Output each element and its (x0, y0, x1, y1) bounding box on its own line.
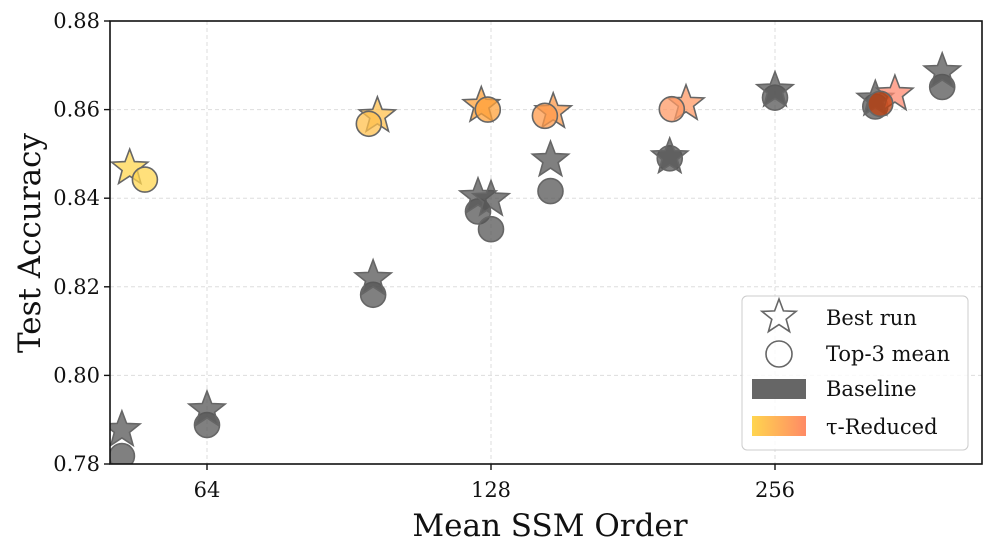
tau-reduced-best-run-point (110, 146, 150, 186)
x-tick-label: 256 (755, 478, 795, 502)
legend-item-tau-reduced: τ-Reduced (752, 415, 938, 439)
y-tick-label: 0.84 (53, 186, 100, 210)
baseline-best-run-point (186, 388, 228, 428)
tau-reduced-swatch-icon (752, 416, 806, 436)
y-tick-label: 0.88 (53, 9, 100, 33)
legend: Best run Top-3 mean Baseline τ-Reduced (741, 295, 969, 451)
legend-label-tau-reduced: τ-Reduced (826, 415, 938, 439)
legend-item-top3-mean: Top-3 mean (765, 340, 950, 368)
baseline-best-run-point (352, 257, 394, 297)
tau-reduced-top3-mean-point (131, 166, 159, 193)
legend-label-best-run: Best run (826, 306, 917, 330)
baseline-best-run-point (110, 408, 143, 448)
baseline-best-run-point (649, 135, 690, 175)
baseline-best-run-point (470, 178, 512, 217)
baseline-top3-mean-point (110, 442, 136, 464)
x-axis-title: Mean SSM Order (412, 508, 687, 544)
plot-frame (109, 20, 983, 465)
y-tick-label: 0.78 (53, 452, 100, 476)
tau-reduced-top3-mean-point (866, 90, 894, 118)
legend-item-baseline: Baseline (752, 377, 917, 401)
star-outline-icon (759, 296, 799, 334)
y-tick-label: 0.80 (53, 363, 100, 387)
baseline-swatch-icon (752, 379, 806, 399)
x-tick-label: 128 (471, 478, 511, 502)
tau-reduced-top3-mean-point (658, 95, 686, 123)
tau-reduced-top3-mean-point (531, 102, 559, 130)
baseline-best-run-point (921, 50, 963, 90)
legend-label-top3-mean: Top-3 mean (826, 342, 950, 366)
y-tick-label: 0.86 (53, 98, 100, 122)
tau-reduced-top3-mean-point (355, 110, 383, 138)
tau-reduced-series (110, 72, 916, 193)
x-tick-label: 64 (194, 478, 221, 502)
legend-item-best-run: Best run (759, 296, 917, 334)
circle-outline-icon (765, 340, 793, 368)
tau-reduced-top3-mean-point (474, 96, 502, 123)
y-axis: 0.78 0.80 0.82 0.84 0.86 0.88 (53, 9, 110, 476)
baseline-best-run-point (754, 69, 796, 108)
legend-label-baseline: Baseline (826, 377, 917, 401)
legend-box (741, 295, 969, 451)
baseline-top3-mean-point (477, 215, 505, 243)
baseline-best-run-point (530, 138, 571, 178)
y-tick-label: 0.82 (53, 275, 100, 299)
y-axis-title: Test Accuracy (12, 132, 48, 353)
plot-area (110, 50, 963, 464)
tau-reduced-best-run-point (874, 72, 916, 112)
x-axis: 64 128 256 (194, 464, 795, 502)
baseline-top3-mean-point (537, 177, 564, 205)
